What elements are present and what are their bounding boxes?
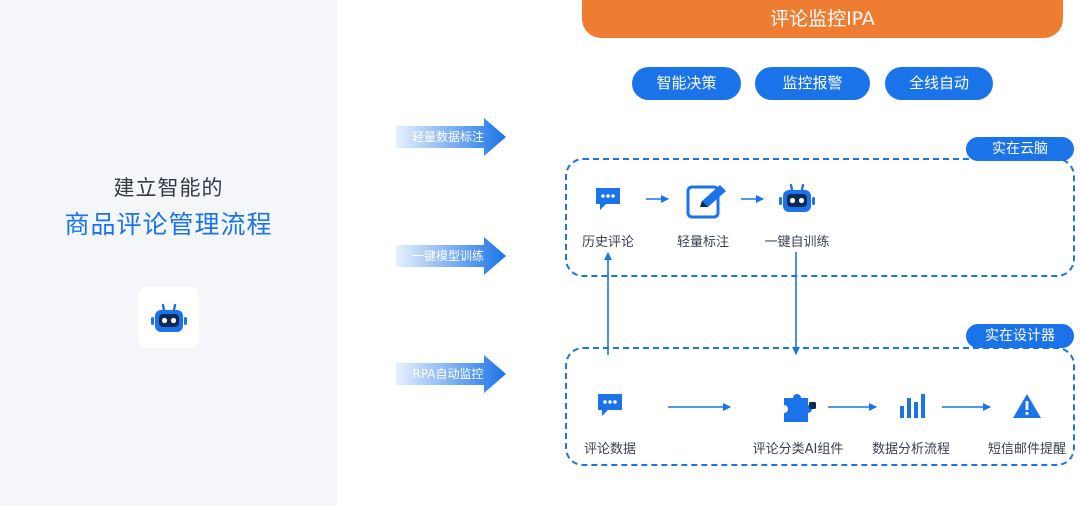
cloud-box-tag: 实在云脑 xyxy=(966,137,1074,161)
chat-icon xyxy=(598,394,622,416)
designer-box xyxy=(565,347,1075,466)
pill-full-auto: 全线自动 xyxy=(885,67,993,100)
left-panel: 建立智能的 商品评论管理流程 xyxy=(0,0,337,506)
chat-icon xyxy=(596,188,620,210)
node-label-ai-component: 评论分类AI组件 xyxy=(752,442,844,457)
bar-chart-icon xyxy=(900,394,925,418)
side-arrow-label: 一键模型训练 xyxy=(411,249,484,263)
side-arrow-rpa: RPA自动监控 xyxy=(396,355,506,393)
node-label-analysis: 数据分析流程 xyxy=(871,442,950,457)
warning-icon xyxy=(1013,394,1041,418)
edit-icon xyxy=(686,185,726,219)
node-label-sms-email: 短信邮件提醒 xyxy=(987,442,1066,457)
designer-box-tag: 实在设计器 xyxy=(966,324,1074,348)
pill-monitor-alert: 监控报警 xyxy=(755,67,870,100)
robot-icon xyxy=(779,183,815,212)
node-label-review-data: 评论数据 xyxy=(583,442,636,457)
robot-icon xyxy=(150,303,187,332)
title-bar: 评论监控IPA xyxy=(582,0,1063,38)
node-label-history: 历史评论 xyxy=(581,235,634,250)
puzzle-icon xyxy=(784,394,816,422)
side-arrow-training: 一键模型训练 xyxy=(396,237,506,275)
node-label-self-train: 一键自训练 xyxy=(764,235,830,250)
intro-heading: 建立智能的 xyxy=(113,176,224,200)
node-label-light-label: 轻量标注 xyxy=(676,235,729,250)
side-arrow-labeling: 轻量数据标注 xyxy=(396,118,506,156)
cloud-box xyxy=(565,158,1075,277)
side-arrow-label: 轻量数据标注 xyxy=(411,130,484,144)
side-arrow-label: RPA自动监控 xyxy=(412,367,484,381)
pill-smart-decision: 智能决策 xyxy=(632,67,741,100)
intro-title: 商品评论管理流程 xyxy=(64,210,273,239)
robot-tile xyxy=(138,287,199,348)
